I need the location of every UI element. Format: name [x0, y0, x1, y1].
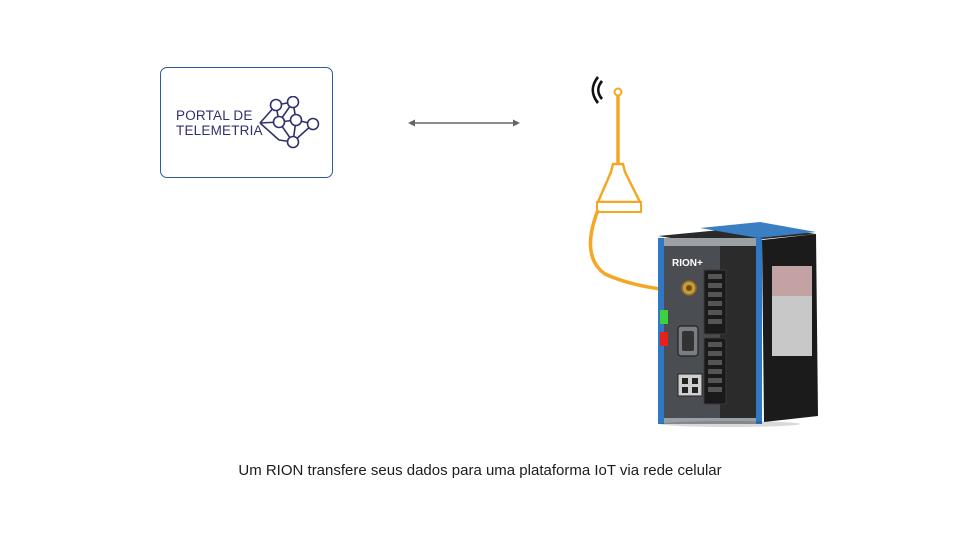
bidirectional-arrow-icon — [408, 119, 520, 127]
portal-logo-line2: TELEMETRIA — [176, 123, 263, 138]
network-graph-icon — [259, 96, 320, 149]
portal-logo-line1: PORTAL DE — [176, 108, 253, 123]
diagram-caption: Um RION transfere seus dados para uma pl… — [238, 462, 722, 479]
rion-device-illustration: RION+ — [588, 76, 818, 427]
wireless-signal-icon — [591, 76, 603, 104]
status-led-green — [660, 310, 668, 324]
portal-telemetria-card: PORTAL DE TELEMETRIA — [160, 67, 333, 178]
device-brand-label: RION+ — [672, 258, 703, 269]
status-led-red — [660, 332, 668, 346]
portal-logo-text: PORTAL DE TELEMETRIA — [176, 108, 263, 138]
